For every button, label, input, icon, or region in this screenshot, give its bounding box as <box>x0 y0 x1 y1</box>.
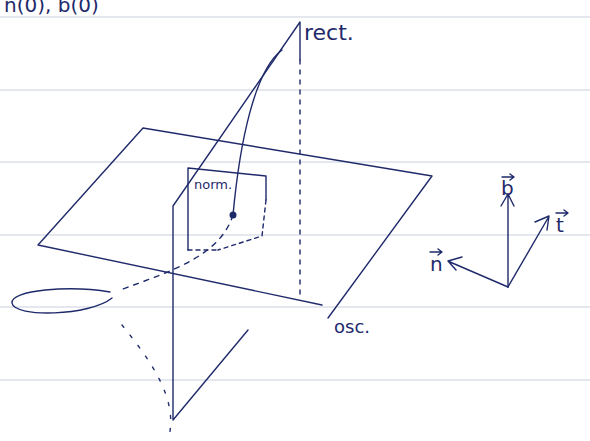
binormal-vector <box>501 194 514 287</box>
handwritten-label: n(0), b(0) <box>4 0 99 15</box>
handwritten-label: t <box>556 215 564 235</box>
curve-hidden <box>120 215 233 290</box>
normal-plane <box>188 168 266 250</box>
normal-plane-hidden <box>188 200 266 250</box>
point <box>230 212 237 219</box>
handwritten-label: n <box>430 254 443 274</box>
handwritten-label: b <box>501 178 514 198</box>
curve-tail <box>122 325 171 440</box>
handwritten-label: rect. <box>304 22 354 44</box>
handwritten-label: osc. <box>334 318 370 336</box>
curve-loop <box>12 289 112 313</box>
ruled-lines <box>0 17 590 380</box>
rectifying-plane-hidden <box>299 60 300 300</box>
rectifying-plane <box>173 22 300 420</box>
curve <box>233 50 282 215</box>
handwritten-label: norm. <box>194 178 232 191</box>
normal-vector <box>448 257 508 287</box>
tangent-vector <box>508 216 549 287</box>
